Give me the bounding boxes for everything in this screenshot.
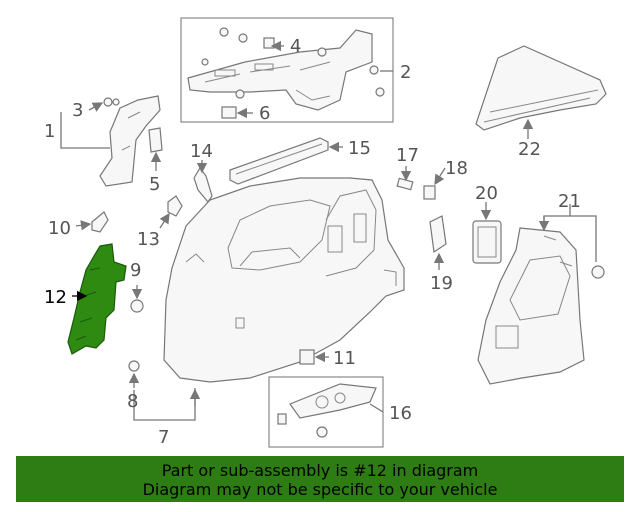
part-5-cover	[148, 127, 163, 153]
part-18-clip	[423, 185, 436, 200]
part-10-clip	[91, 211, 109, 233]
callout-1: 1	[44, 121, 55, 142]
callout-7: 7	[158, 427, 169, 448]
part-14-trim	[193, 166, 213, 204]
part-2-bracket	[187, 29, 373, 111]
callout-8: 8	[127, 391, 138, 412]
callout-11: 11	[333, 348, 356, 369]
part-3-clip	[103, 97, 120, 107]
part-19-cover	[429, 215, 447, 254]
part-15-rail	[229, 137, 329, 185]
part-13-bracket	[167, 195, 183, 217]
callout-17: 17	[396, 145, 419, 166]
callout-15: 15	[348, 138, 371, 159]
part-20-plate	[472, 220, 502, 264]
callout-14: 14	[190, 141, 213, 162]
callout-19: 19	[430, 273, 453, 294]
callout-18: 18	[445, 158, 468, 179]
leader-lines	[60, 40, 597, 421]
callout-5: 5	[149, 174, 160, 195]
parts-diagram: 1 2 3 4 5 6 7 8 9 10 11 12 13 14 15 16 1…	[44, 17, 607, 448]
info-banner: Part or sub-assembly is #12 in diagram D…	[16, 456, 624, 502]
part-17-clip	[396, 177, 414, 191]
callout-6: 6	[259, 103, 270, 124]
callout-16: 16	[389, 403, 412, 424]
callout-12: 12	[44, 287, 67, 308]
callout-20: 20	[475, 183, 498, 204]
callout-10: 10	[48, 218, 71, 239]
callout-13: 13	[137, 229, 160, 250]
callout-4: 4	[290, 36, 301, 57]
part-8-fastener	[128, 360, 140, 372]
banner-line-1: Part or sub-assembly is #12 in diagram	[161, 461, 479, 480]
callout-3: 3	[72, 100, 83, 121]
part-11-clip	[299, 349, 315, 365]
part-21-fastener	[591, 265, 605, 279]
callout-2: 2	[400, 62, 411, 83]
part-16-pocket	[277, 383, 377, 438]
callout-22: 22	[518, 139, 541, 160]
part-21-side-panel	[477, 227, 585, 385]
assembly-2-box	[180, 17, 394, 123]
part-7-quarter-panel	[163, 177, 405, 383]
callout-21: 21	[558, 191, 581, 212]
part-4-clips	[201, 27, 385, 99]
part-1-pillar-trim	[99, 95, 161, 187]
banner-line-2: Diagram may not be specific to your vehi…	[142, 480, 498, 499]
part-12-highlighted	[67, 243, 127, 355]
part-9-fastener	[130, 299, 144, 313]
callout-9: 9	[130, 260, 141, 281]
part-22-trim-rail	[475, 45, 607, 131]
part-6-block	[221, 106, 237, 119]
